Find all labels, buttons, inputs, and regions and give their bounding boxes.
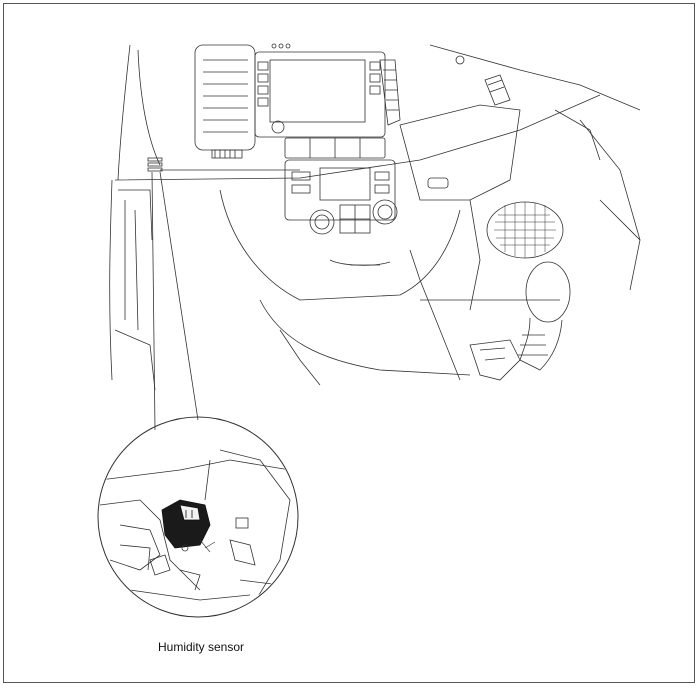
detail-callout [97, 416, 299, 618]
glove-box [399, 104, 521, 201]
center-vent-left [194, 44, 256, 151]
right-center-vent [379, 59, 401, 126]
gear-knob [525, 261, 571, 323]
callout-leader [151, 171, 199, 431]
navigation-screen [269, 59, 366, 123]
vent-thumbwheel [211, 149, 243, 159]
climate-display [319, 167, 371, 201]
dashboard-overview [109, 43, 641, 391]
temp-knob-left [309, 209, 335, 235]
temp-knob-right [372, 199, 398, 225]
sensor-location-marker [147, 157, 163, 162]
figure-caption: Humidity sensor [158, 640, 245, 654]
figure-frame [3, 3, 695, 683]
head-unit [254, 51, 386, 138]
